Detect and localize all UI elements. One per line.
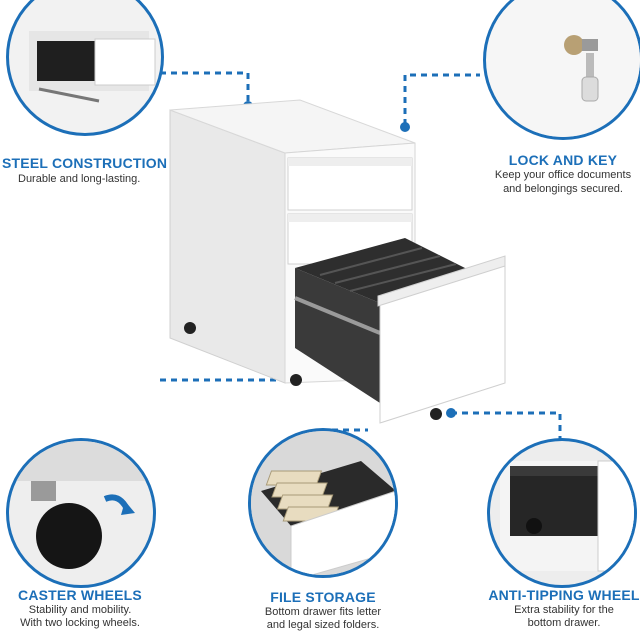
connector-lock xyxy=(403,73,480,125)
dot-antitip xyxy=(446,408,456,418)
steel-construction-photo xyxy=(6,0,164,136)
connector-steel xyxy=(160,71,250,104)
lock-and-key-title: LOCK AND KEY xyxy=(508,152,618,168)
caster-wheels-photo xyxy=(6,438,156,588)
dot-lock xyxy=(400,122,410,132)
anti-tipping-wheel-title: ANTI-TIPPING WHEEL xyxy=(488,587,640,603)
anti-tipping-wheel-photo xyxy=(487,438,637,588)
caster-wheels-desc-2: With two locking wheels. xyxy=(20,617,140,629)
lock-and-key-desc-1: Keep your office documents xyxy=(494,169,632,181)
lock-and-key-desc-2: and belongings secured. xyxy=(503,183,623,195)
anti-tipping-wheel-desc-2: bottom drawer. xyxy=(527,617,601,629)
file-cabinet-image xyxy=(169,99,506,424)
file-storage-desc-1: Bottom drawer fits letter xyxy=(264,606,382,618)
file-storage-photo xyxy=(248,428,398,578)
file-storage-desc-2: and legal sized folders. xyxy=(266,619,380,631)
caster-wheels-title: CASTER WHEELS xyxy=(18,587,142,603)
lock-and-key-photo xyxy=(483,0,640,140)
caster-wheels-desc-1: Stability and mobility. xyxy=(28,604,132,616)
steel-construction-desc: Durable and long-lasting. xyxy=(18,173,141,185)
file-storage-title: FILE STORAGE xyxy=(270,589,376,605)
steel-construction-title: STEEL CONSTRUCTION xyxy=(2,155,168,171)
anti-tipping-wheel-desc-1: Extra stability for the xyxy=(514,604,614,616)
connector-antitip xyxy=(451,411,562,440)
